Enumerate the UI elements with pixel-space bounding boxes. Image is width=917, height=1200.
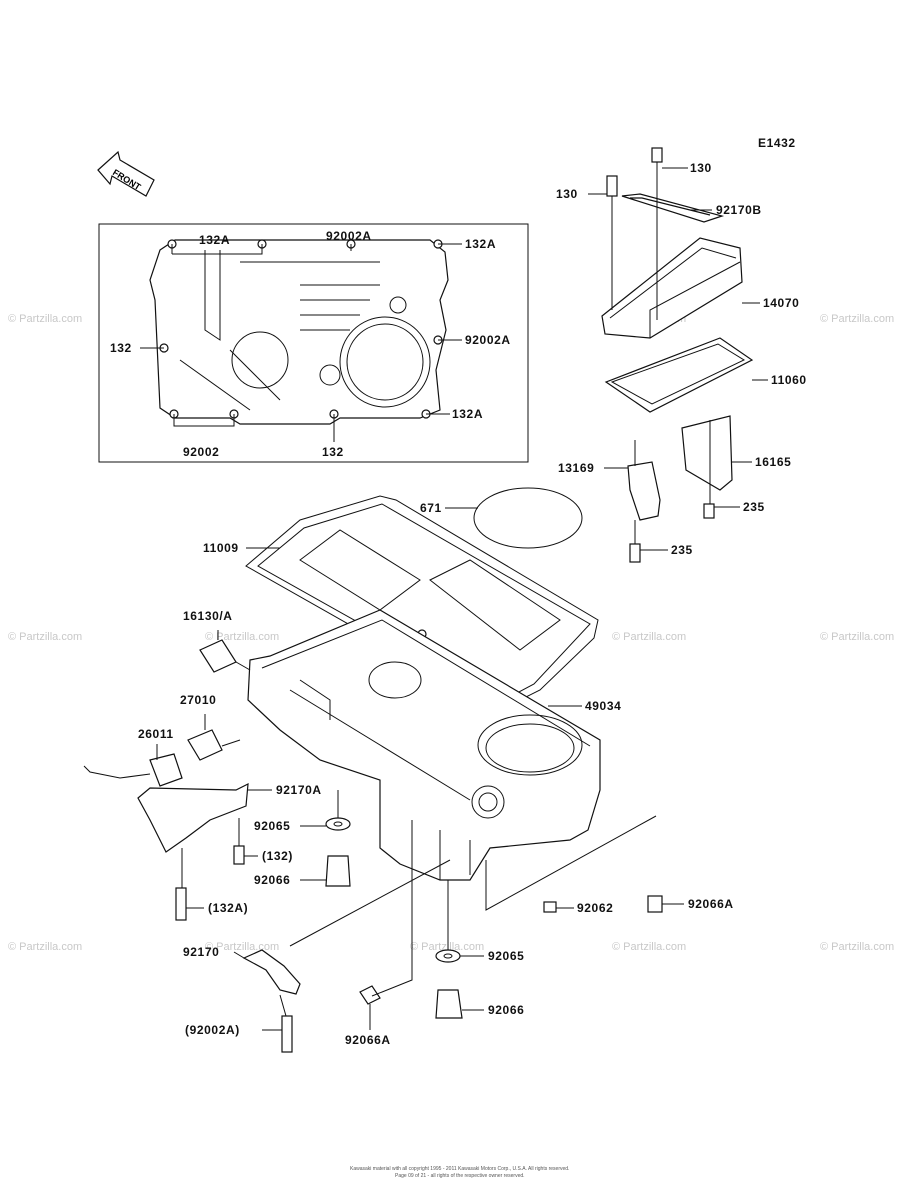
bolt-235-left <box>629 543 641 563</box>
plug-92066-left <box>325 855 351 887</box>
callout-92062: 92062 <box>577 901 613 915</box>
callout-92065-right: 92065 <box>488 949 524 963</box>
bolt-235-right <box>703 503 715 519</box>
callout-132-left: 132 <box>110 341 132 355</box>
switch-27010 <box>187 729 223 761</box>
callout-130-right: 130 <box>690 161 712 175</box>
breather-plate <box>621 193 725 223</box>
crankcase-underside-inset <box>98 223 529 463</box>
bolt-132-paren <box>233 845 245 865</box>
callout-132-paren: (132) <box>262 849 293 863</box>
callout-132-bottom: 132 <box>322 445 344 459</box>
footer-page: Page 09 of 21 - all rights of the respec… <box>395 1173 525 1179</box>
callout-92002a-right: 92002A <box>465 333 511 347</box>
callout-132a-paren: (132A) <box>208 901 248 915</box>
callout-92065-left: 92065 <box>254 819 290 833</box>
callout-92002: 92002 <box>183 445 219 459</box>
bolt-130-left <box>606 175 618 197</box>
bracket-92170 <box>242 949 301 995</box>
breather-cover <box>601 237 743 339</box>
front-arrow-icon: FRONT <box>97 150 155 197</box>
diagram-code: E1432 <box>758 136 796 150</box>
callout-13169: 13169 <box>558 461 594 475</box>
callout-11009: 11009 <box>203 541 239 555</box>
washer-92065-left <box>325 817 351 831</box>
watermark: © Partzilla.com <box>410 941 484 953</box>
callout-92170: 92170 <box>183 945 219 959</box>
callout-92170b: 92170B <box>716 203 762 217</box>
bottom-parts <box>233 815 684 1053</box>
bolt-132a-paren <box>175 887 187 921</box>
callout-130-left: 130 <box>556 187 578 201</box>
plug-92062 <box>543 901 557 913</box>
callout-92066-left: 92066 <box>254 873 290 887</box>
callout-671: 671 <box>420 501 442 515</box>
bracket-92170a <box>137 782 249 853</box>
plug-92066a-right <box>647 895 663 913</box>
callout-92002a-paren: (92002A) <box>185 1023 240 1037</box>
sensors-left <box>83 630 351 921</box>
watermark: © Partzilla.com <box>612 941 686 953</box>
callout-26011: 26011 <box>138 727 174 741</box>
oil-pan <box>247 609 601 881</box>
watermark: © Partzilla.com <box>8 631 82 643</box>
bolt-92002a-paren <box>281 1015 293 1053</box>
callout-132a-bottom: 132A <box>452 407 483 421</box>
callout-labels: 132A 92002A 132A 92002A 132 132A 92002 1… <box>110 161 807 1047</box>
crankcase-outline <box>149 239 449 425</box>
watermark: © Partzilla.com <box>820 313 894 325</box>
callout-132a-right: 132A <box>465 237 496 251</box>
callout-235-right: 235 <box>743 500 765 514</box>
watermark: © Partzilla.com <box>8 313 82 325</box>
watermark: © Partzilla.com <box>8 941 82 953</box>
callout-92066a-right: 92066A <box>688 897 734 911</box>
breather-gasket <box>604 337 754 413</box>
callout-16165: 16165 <box>755 455 791 469</box>
callout-92170a: 92170A <box>276 783 322 797</box>
sensor-26011 <box>149 753 183 787</box>
callout-16130a: 16130/A <box>183 609 233 623</box>
inset-frame <box>98 223 529 463</box>
callout-92066-right: 92066 <box>488 1003 524 1017</box>
plug-92066-right <box>435 989 463 1019</box>
breather-cover-assembly <box>588 147 768 563</box>
watermark: © Partzilla.com <box>205 631 279 643</box>
callout-27010: 27010 <box>180 693 216 707</box>
callout-14070: 14070 <box>763 296 799 310</box>
callout-132a-top: 132A <box>199 233 230 247</box>
o-ring-671 <box>473 487 583 549</box>
callout-92002a-top: 92002A <box>326 229 372 243</box>
callout-92066a-bottom: 92066A <box>345 1033 391 1047</box>
breather-element <box>681 415 733 491</box>
footer-copyright: Kawasaki material with all copyright 199… <box>350 1166 569 1172</box>
switch-16130 <box>199 639 237 673</box>
callout-235-left: 235 <box>671 543 693 557</box>
bracket-13169 <box>627 461 661 521</box>
watermark: © Partzilla.com <box>820 941 894 953</box>
plug-92066a-bottom <box>359 985 381 1005</box>
washer-92065-right <box>435 949 461 963</box>
callout-49034: 49034 <box>585 699 621 713</box>
bolt-130-right <box>651 147 663 163</box>
watermark: © Partzilla.com <box>820 631 894 643</box>
callout-11060: 11060 <box>771 373 807 387</box>
watermark: © Partzilla.com <box>612 631 686 643</box>
